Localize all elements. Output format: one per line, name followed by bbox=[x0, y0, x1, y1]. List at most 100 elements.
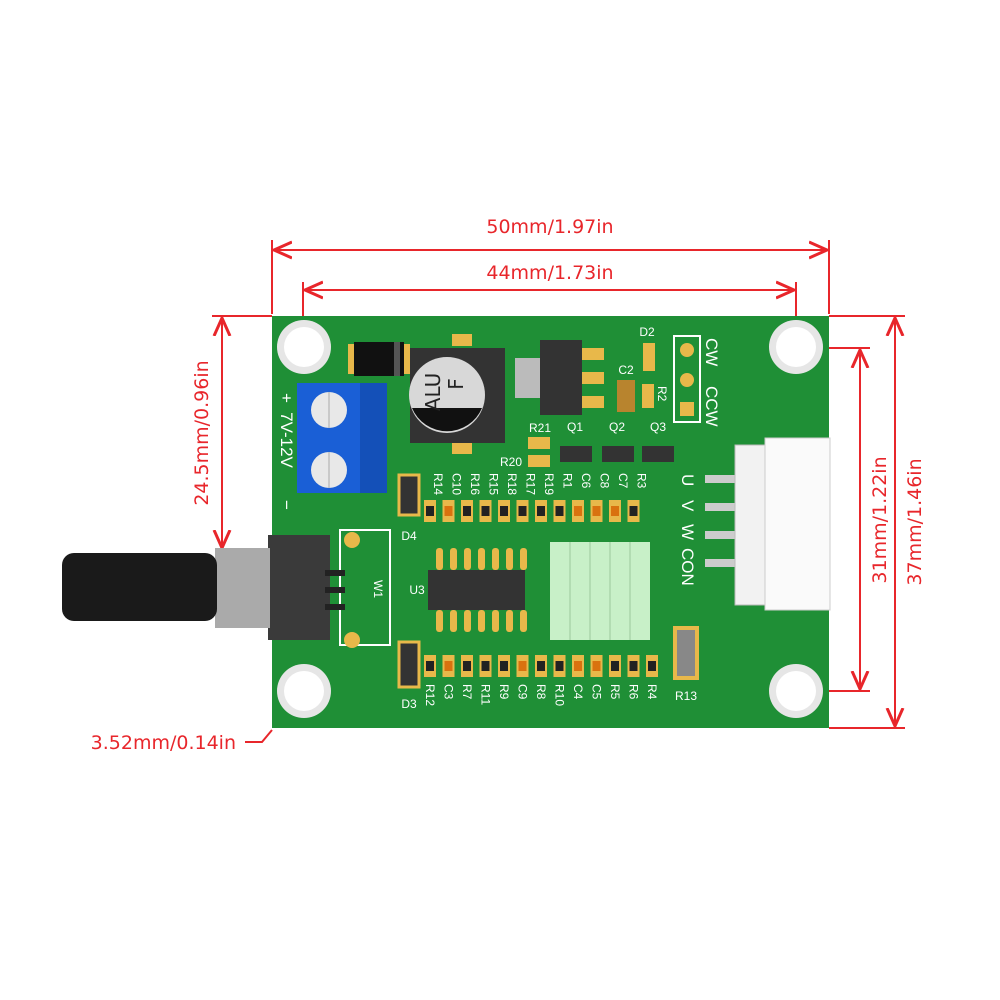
component-body bbox=[463, 506, 471, 516]
mounting-holes bbox=[277, 320, 823, 718]
component-body bbox=[463, 661, 471, 671]
label-r13: R13 bbox=[675, 689, 697, 703]
ic-pin bbox=[450, 610, 457, 632]
label-c7: C7 bbox=[616, 473, 630, 489]
ic-pin bbox=[506, 610, 513, 632]
label-d4: D4 bbox=[401, 529, 417, 543]
label-d2: D2 bbox=[639, 325, 655, 339]
component-body bbox=[426, 506, 434, 516]
label-r3: R3 bbox=[635, 473, 649, 489]
label-r8: R8 bbox=[534, 684, 548, 700]
hole-spacing-y-label: 31mm/1.22in bbox=[869, 456, 891, 583]
component-body bbox=[611, 661, 619, 671]
voltage-regulator bbox=[515, 340, 604, 415]
label-q1: Q1 bbox=[567, 420, 583, 434]
component-body bbox=[555, 661, 564, 671]
label-r2: R2 bbox=[655, 386, 669, 402]
label-cw: CW bbox=[702, 338, 721, 366]
motor-connector bbox=[705, 437, 831, 611]
component-body bbox=[611, 506, 619, 516]
component-body bbox=[629, 661, 638, 671]
pin-label-u: U bbox=[678, 474, 697, 486]
component-body bbox=[500, 661, 508, 671]
component-body bbox=[537, 661, 545, 671]
label-r18: R18 bbox=[505, 473, 519, 495]
direction-header bbox=[673, 335, 701, 423]
top-resistor-row bbox=[424, 500, 640, 522]
led-d2 bbox=[643, 343, 655, 371]
capacitor-label-alu: ALU bbox=[421, 373, 445, 411]
transistor-q2 bbox=[602, 446, 634, 462]
label-d3: D3 bbox=[401, 697, 417, 711]
label-c3: C3 bbox=[442, 684, 456, 700]
label-r20: R20 bbox=[500, 455, 522, 469]
pin-label-w: W bbox=[678, 524, 697, 540]
label-q2: Q2 bbox=[609, 420, 625, 434]
hole-offset-label: 3.52mm/0.14in bbox=[91, 732, 236, 754]
component-body bbox=[481, 506, 490, 516]
label-r7: R7 bbox=[460, 684, 474, 700]
label-r10: R10 bbox=[553, 684, 567, 706]
ic-pin bbox=[464, 610, 471, 632]
width-overall-label: 50mm/1.97in bbox=[486, 216, 613, 238]
power-terminal-block bbox=[297, 383, 387, 493]
ic-u3 bbox=[428, 548, 527, 632]
plus-label: + bbox=[277, 393, 296, 403]
ic-body bbox=[428, 570, 525, 610]
heatsink bbox=[550, 542, 650, 640]
transistor-q1 bbox=[560, 446, 592, 462]
label-r21: R21 bbox=[529, 421, 551, 435]
potentiometer bbox=[62, 529, 391, 648]
hole-spacing-x-label: 44mm/1.73in bbox=[486, 262, 613, 284]
resistor-r2 bbox=[642, 384, 654, 408]
component-body bbox=[518, 506, 527, 516]
component-body bbox=[444, 506, 453, 516]
ic-pin bbox=[506, 548, 513, 570]
label-u3: U3 bbox=[409, 583, 425, 597]
label-r17: R17 bbox=[524, 473, 538, 495]
component-body bbox=[555, 506, 564, 516]
component-body bbox=[592, 506, 601, 516]
label-ccw: CCW bbox=[702, 386, 721, 427]
component-body bbox=[629, 506, 638, 516]
ic-pin bbox=[492, 610, 499, 632]
smd-diode bbox=[348, 342, 410, 376]
ic-pin bbox=[520, 548, 527, 570]
ic-pin bbox=[436, 610, 443, 632]
label-r14: R14 bbox=[431, 473, 445, 495]
ic-pin bbox=[492, 548, 499, 570]
power-voltage-label: 7V-12V bbox=[277, 412, 296, 468]
bottom-resistor-row bbox=[424, 655, 658, 677]
ic-pin bbox=[464, 548, 471, 570]
left-height-label: 24.5mm/0.96in bbox=[191, 360, 213, 505]
label-r5: R5 bbox=[608, 684, 622, 700]
label-c5: C5 bbox=[590, 684, 604, 700]
ic-pin bbox=[478, 610, 485, 632]
component-body bbox=[500, 506, 508, 516]
label-r16: R16 bbox=[468, 473, 482, 495]
capacitor-label-f: F bbox=[444, 378, 468, 390]
label-r9: R9 bbox=[497, 684, 511, 700]
label-w1: W1 bbox=[371, 580, 385, 598]
minus-label: − bbox=[277, 500, 296, 510]
label-r12: R12 bbox=[423, 684, 437, 706]
label-c4: C4 bbox=[571, 684, 585, 700]
label-c8: C8 bbox=[598, 473, 612, 489]
ic-pin bbox=[450, 548, 457, 570]
label-q3: Q3 bbox=[650, 420, 666, 434]
label-c6: C6 bbox=[579, 473, 593, 489]
label-c10: C10 bbox=[450, 473, 464, 495]
capacitor-c2 bbox=[617, 380, 635, 412]
component-body bbox=[518, 661, 527, 671]
label-r15: R15 bbox=[487, 473, 501, 495]
transistor-q3 bbox=[642, 446, 674, 462]
resistor-r20 bbox=[528, 455, 550, 467]
component-body bbox=[592, 661, 601, 671]
label-r6: R6 bbox=[627, 684, 641, 700]
component-body bbox=[481, 661, 490, 671]
pin-label-v: V bbox=[678, 500, 697, 512]
pin-label-con: CON bbox=[678, 548, 697, 586]
